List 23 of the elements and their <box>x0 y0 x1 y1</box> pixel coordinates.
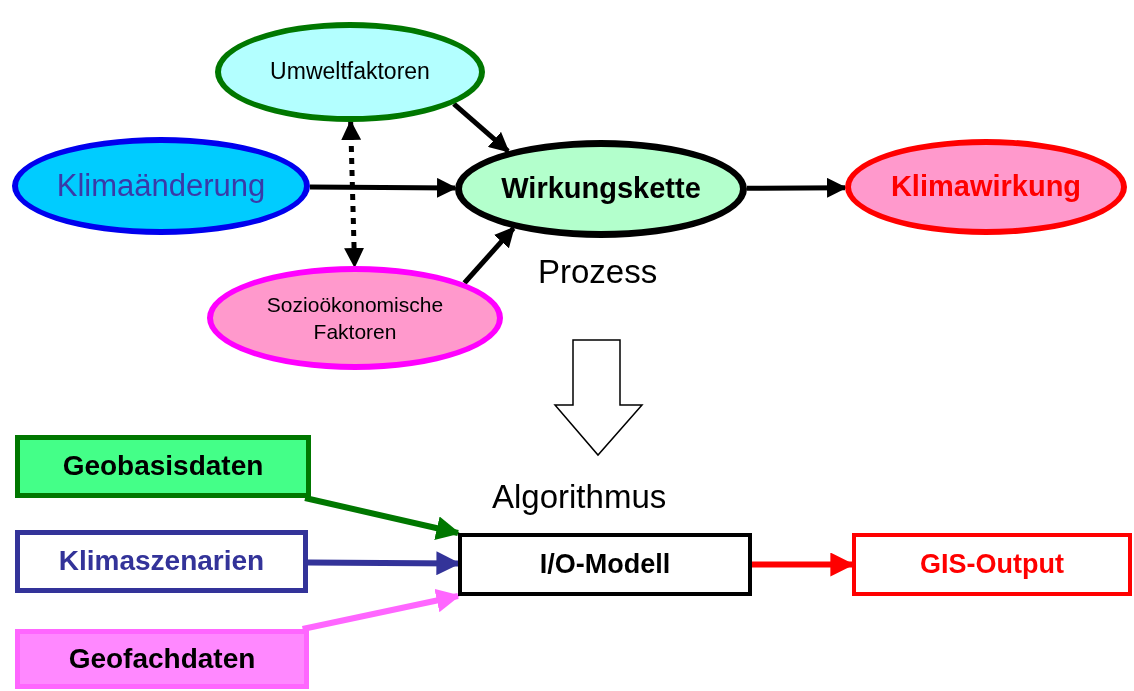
data-box <box>15 629 309 689</box>
node-label: Geofachdaten <box>68 641 256 676</box>
node-label: Geobasisdaten <box>62 449 264 484</box>
node-label: Umweltfaktoren <box>270 57 430 87</box>
node-label: Klimaänderung <box>56 166 266 205</box>
node-caption: Prozess <box>538 253 658 291</box>
node-caption: Algorithmus <box>492 478 667 516</box>
arrow <box>302 588 461 632</box>
data-box <box>15 530 308 593</box>
node-label: Klimaszenarien <box>58 544 265 579</box>
arrow <box>304 495 461 540</box>
arrow <box>452 102 510 154</box>
model-box <box>458 533 752 596</box>
data-box <box>15 435 311 498</box>
node-label: GIS-Output <box>920 547 1064 581</box>
arrow <box>341 120 365 268</box>
node-label: Sozioökonomische Faktoren <box>265 291 445 345</box>
node-label: Klimawirkung <box>890 169 1082 205</box>
node-label: Wirkungskette <box>501 171 701 207</box>
node-label: I/O-Modell <box>539 547 671 581</box>
arrow <box>746 177 847 198</box>
arrow <box>462 226 516 285</box>
output-box <box>852 533 1132 596</box>
